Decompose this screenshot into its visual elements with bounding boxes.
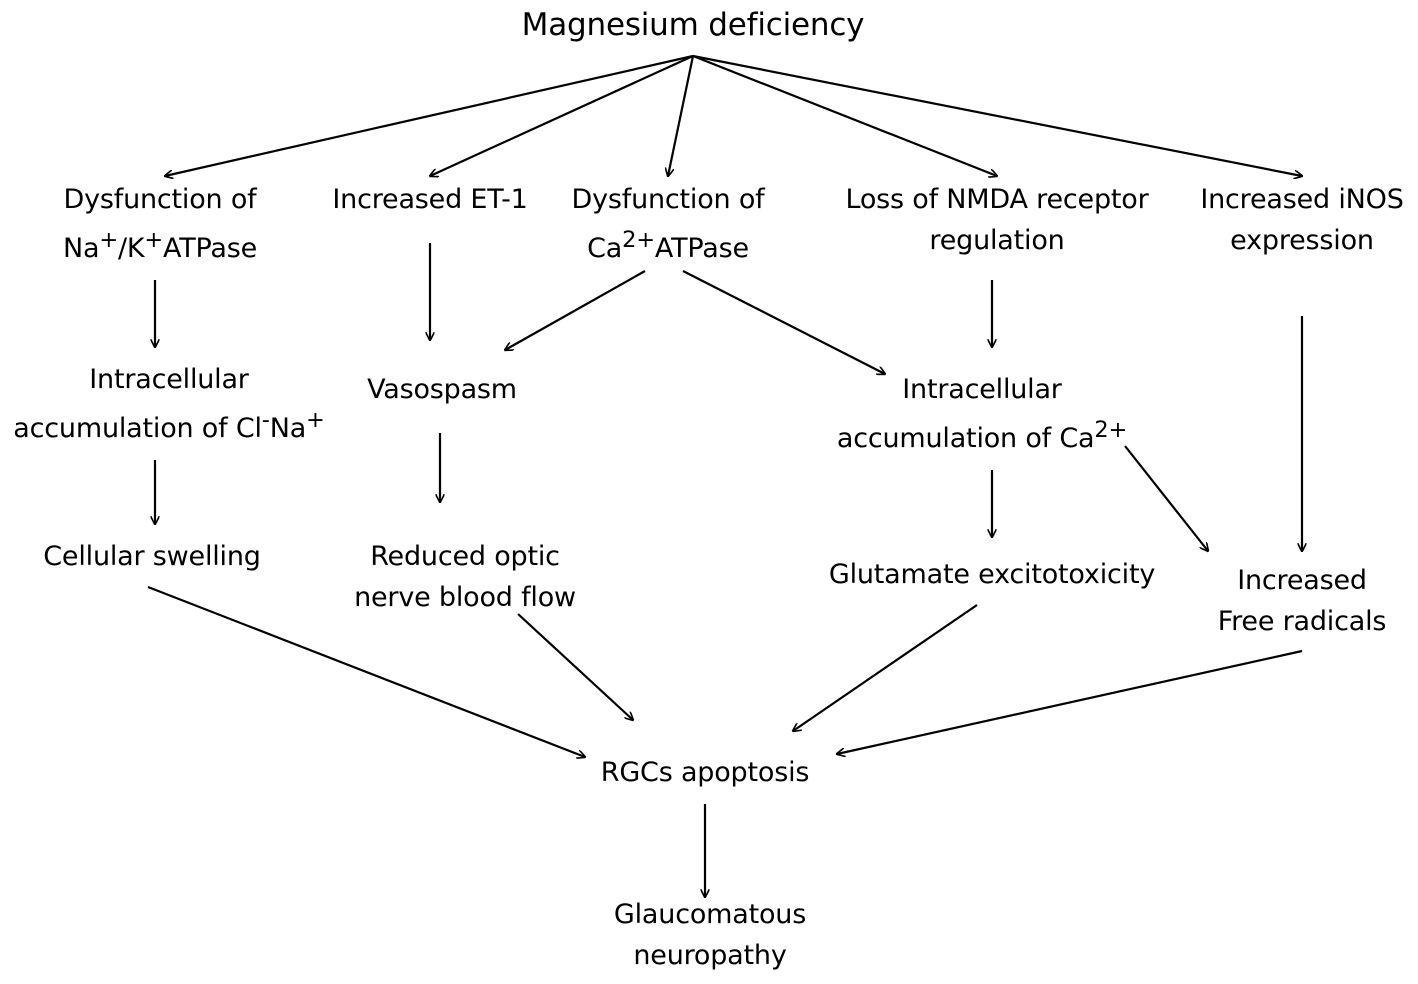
node-ca-atpase-line1: Dysfunction of xyxy=(571,184,765,215)
node-ca-atpase-line2: Ca2+ATPase xyxy=(533,220,803,269)
node-reduced-optic-nerve-flow: Reduced optic nerve blood flow xyxy=(325,536,605,618)
node-cl-na-line2: accumulation of Cl-Na+ xyxy=(2,400,336,449)
node-glutamate-label: Glutamate excitotoxicity xyxy=(828,559,1156,590)
na-charge: + xyxy=(99,227,118,253)
node-ca-atpase-dysfunction: Dysfunction of Ca2+ATPase xyxy=(533,179,803,269)
ca-charge: 2+ xyxy=(1094,417,1128,443)
node-inos-line1: Increased iNOS xyxy=(1200,184,1404,215)
node-increased-inos: Increased iNOS expression xyxy=(1187,179,1417,261)
node-free-radicals-line2: Free radicals xyxy=(1217,606,1387,637)
node-reduced-flow-line1: Reduced optic xyxy=(370,541,560,572)
node-cl-na-line1: Intracellular xyxy=(89,364,249,395)
node-increased-et1-label: Increased ET-1 xyxy=(332,184,528,215)
arrow-mg-to-na-k-atpase xyxy=(165,54,694,176)
node-cellular-swelling: Cellular swelling xyxy=(22,536,282,577)
arrow-cellular-swelling-to-rgc xyxy=(147,585,585,757)
node-na-k-atpase-line1: Dysfunction of xyxy=(63,184,257,215)
cl-charge: - xyxy=(261,407,270,433)
ca-prefix: accumulation of Ca xyxy=(836,423,1095,454)
node-intracellular-ca: Intracellular accumulation of Ca2+ xyxy=(827,369,1137,459)
node-magnesium-deficiency-label: Magnesium deficiency xyxy=(521,7,865,43)
node-glaucomatous-line2: neuropathy xyxy=(633,940,787,971)
na-charge: + xyxy=(306,407,325,433)
atpase-label: ATPase xyxy=(654,233,749,264)
na-symbol: Na xyxy=(269,413,307,444)
k-symbol: /K xyxy=(117,233,145,264)
node-free-radicals-line1: Increased xyxy=(1237,565,1367,596)
node-vasospasm: Vasospasm xyxy=(337,369,547,410)
arrow-ca-accum-to-free-radicals xyxy=(1124,445,1208,551)
arrow-free-radicals-to-rgc xyxy=(837,649,1303,754)
node-magnesium-deficiency: Magnesium deficiency xyxy=(493,3,893,47)
node-cellular-swelling-label: Cellular swelling xyxy=(43,541,261,572)
arrow-mg-to-et1 xyxy=(430,54,694,176)
cl-prefix: accumulation of Cl xyxy=(13,413,262,444)
arrow-ca-atpase-to-ca-accum xyxy=(682,270,885,374)
arrow-glutamate-to-rgc xyxy=(793,604,978,731)
node-rgc-apoptosis: RGCs apoptosis xyxy=(565,752,845,793)
ca-charge: 2+ xyxy=(622,227,655,253)
arrow-mg-to-inos xyxy=(692,54,1302,176)
node-rgc-apoptosis-label: RGCs apoptosis xyxy=(600,757,810,788)
node-increased-et1: Increased ET-1 xyxy=(310,179,550,220)
node-intracellular-cl-na: Intracellular accumulation of Cl-Na+ xyxy=(2,359,336,449)
k-charge: + xyxy=(144,227,164,253)
node-glaucomatous-neuropathy: Glaucomatous neuropathy xyxy=(595,894,825,976)
node-increased-free-radicals: Increased Free radicals xyxy=(1197,560,1407,642)
node-vasospasm-label: Vasospasm xyxy=(367,374,517,405)
arrow-ca-atpase-to-vasospasm xyxy=(505,270,646,350)
node-glutamate-excitotoxicity: Glutamate excitotoxicity xyxy=(802,554,1182,595)
node-reduced-flow-line2: nerve blood flow xyxy=(354,582,576,613)
node-nmda-line1: Loss of NMDA receptor xyxy=(845,184,1149,215)
node-ca-accum-line2: accumulation of Ca2+ xyxy=(827,410,1137,459)
node-na-k-atpase-line2: Na+/K+ATPase xyxy=(25,220,295,269)
arrow-mg-to-ca-atpase xyxy=(668,55,695,176)
node-nmda-regulation-loss: Loss of NMDA receptor regulation xyxy=(827,179,1167,261)
atpase-label: ATPase xyxy=(163,233,258,264)
na-symbol: Na xyxy=(62,233,100,264)
node-inos-line2: expression xyxy=(1230,225,1374,256)
node-ca-accum-line1: Intracellular xyxy=(902,374,1062,405)
arrow-reduced-flow-to-rgc xyxy=(517,613,633,720)
node-nmda-line2: regulation xyxy=(929,225,1065,256)
arrow-mg-to-nmda xyxy=(692,54,997,176)
node-na-k-atpase-dysfunction: Dysfunction of Na+/K+ATPase xyxy=(25,179,295,269)
ca-symbol: Ca xyxy=(587,233,623,264)
node-glaucomatous-line1: Glaucomatous xyxy=(613,899,807,930)
